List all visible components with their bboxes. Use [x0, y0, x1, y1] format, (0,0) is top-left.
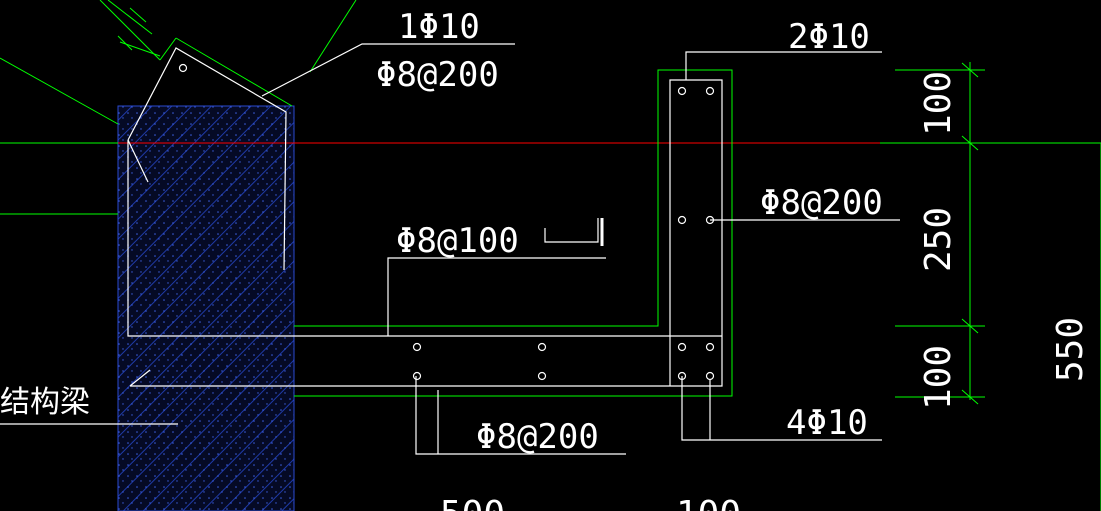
bottom-dim-100: 100	[676, 494, 741, 511]
label-bottom-spacing: Φ8@200	[476, 417, 599, 457]
label-beam: 结构梁	[0, 385, 90, 420]
label-top-right-count: 2Φ10	[788, 17, 870, 57]
structural-beam-hatch	[117, 105, 295, 511]
dim-550: 550	[1050, 317, 1091, 382]
label-mid-spacing: Φ8@100	[396, 221, 519, 261]
dim-100-bottom: 100	[918, 345, 959, 410]
label-top-left-spacing: Φ8@200	[376, 55, 499, 95]
dim-250: 250	[918, 207, 959, 272]
dim-100-top: 100	[918, 71, 959, 136]
rebar-dots	[178, 63, 715, 381]
bottom-dim-500: 500	[440, 494, 505, 511]
label-mid-right-spacing: Φ8@200	[760, 183, 883, 223]
rebar-lines	[0, 43, 900, 455]
label-top-left-count: 1Φ10	[398, 7, 480, 47]
label-bottom-right-count: 4Φ10	[786, 403, 868, 443]
